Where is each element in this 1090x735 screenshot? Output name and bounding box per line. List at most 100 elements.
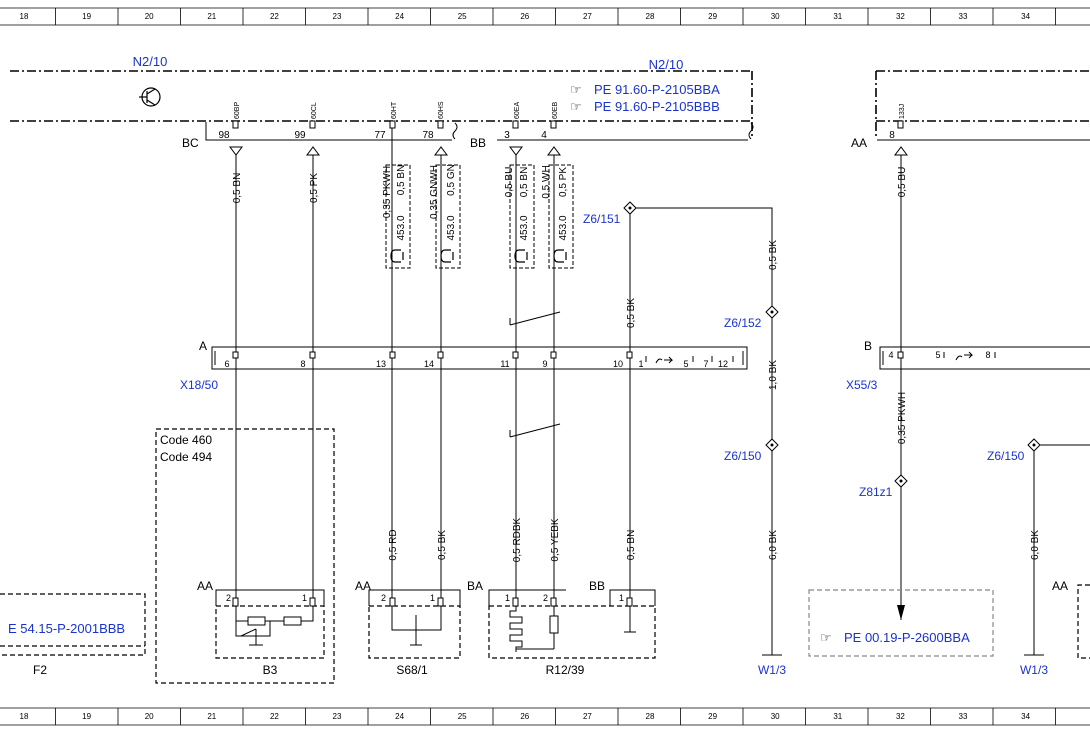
splice-z6-152[interactable]: Z6/152 (724, 316, 762, 330)
r12-39-label: R12/39 (546, 663, 585, 677)
wire-label: 0,5 BN (626, 530, 637, 561)
pe-ref-4[interactable]: E 54.15-P-2001BBB (8, 621, 125, 636)
grid-column-label: 24 (395, 712, 404, 721)
pin-3: 3 (504, 130, 510, 141)
grid-column-label: 33 (959, 712, 968, 721)
connector-bb-r12: BB (589, 579, 605, 593)
n2-10-box (10, 70, 1090, 138)
r12-39-heater[interactable] (488, 589, 656, 659)
pin-a-8: 8 (300, 359, 305, 369)
pe-ref-3[interactable]: PE 00.19-P-2600BBA (844, 630, 970, 645)
splice-z6-151[interactable]: Z6/151 (583, 212, 621, 226)
wire-label: 453.0 (519, 215, 530, 240)
wire-label: 0,5 PK (558, 167, 569, 197)
splice-z6-150-a[interactable]: Z6/150 (724, 449, 762, 463)
splice-z81z1[interactable]: Z81z1 (859, 485, 893, 499)
wire-label: 0,35 GNWH (429, 165, 440, 219)
shield-symbols (390, 249, 567, 263)
code-460: Code 460 (160, 433, 212, 447)
wire-label: 453.0 (558, 215, 569, 240)
splice-z6-150-b[interactable]: Z6/150 (987, 449, 1025, 463)
n2-10-label-left: N2/10 (133, 54, 168, 69)
connector-ba-r12: BA (467, 579, 483, 593)
wires (235, 128, 1090, 656)
pe-ref-3-box[interactable]: ☞ PE 00.19-P-2600BBA (808, 589, 994, 657)
wire-label: 0,35 PKWH (897, 392, 908, 444)
pin-a-5: 5 (683, 359, 688, 369)
pin-8: 8 (889, 130, 895, 141)
grid-column-label: 26 (520, 12, 529, 21)
connector-a-label: A (199, 339, 207, 353)
b3-sensor[interactable] (215, 589, 325, 659)
grid-column-label: 23 (333, 712, 342, 721)
pe-ref-2[interactable]: ☞ PE 91.60-P-2105BBB (570, 99, 720, 114)
wire-label: 0,5 WH (541, 165, 552, 198)
wire-label: 0,5 BU (897, 167, 908, 198)
grid-column-label: 28 (646, 12, 655, 21)
grid-column-label: 21 (207, 12, 216, 21)
pin-99: 99 (294, 130, 306, 141)
grid-column-label: 20 (145, 12, 154, 21)
grid-column-label: 31 (833, 712, 842, 721)
connector-x18-50 (211, 346, 748, 370)
code-494: Code 494 (160, 450, 212, 464)
grid-column-label: 21 (207, 712, 216, 721)
wire-label: 1,0 BK (768, 360, 779, 390)
grid-column-label: 34 (1021, 712, 1030, 721)
wire-label: 453.0 (396, 215, 407, 240)
pin-b3-2: 2 (226, 593, 231, 603)
wire-label: 0,5 BU (504, 167, 515, 198)
x18-50-label[interactable]: X18/50 (180, 378, 218, 392)
grid-column-label: 19 (82, 712, 91, 721)
pin-a-1: 1 (638, 359, 643, 369)
grid-bottom (0, 707, 1090, 726)
pin-b-4: 4 (888, 350, 893, 360)
grid-column-label: 18 (20, 12, 29, 21)
pin-98: 98 (218, 130, 230, 141)
pin-code-8: 133J (899, 104, 906, 119)
wire-label: 0,5 YEBK (550, 518, 561, 562)
pin-a-12: 12 (718, 359, 728, 369)
wire-label: 0,5 BK (626, 298, 637, 328)
pin-a-6: 6 (224, 359, 229, 369)
wire-label: 0,35 PKWH (382, 166, 393, 218)
grid-column-label: 27 (583, 12, 592, 21)
svg-text:PE 91.60-P-2105BBA: PE 91.60-P-2105BBA (594, 82, 720, 97)
wire-label: 453.0 (446, 215, 457, 240)
wire-label: 0,5 RD (388, 529, 399, 560)
signal-triangles (229, 146, 908, 156)
n2-10-label-right: N2/10 (649, 57, 684, 72)
pin-code-3: 60EA (514, 102, 521, 119)
code-box (155, 428, 335, 684)
arrow-icon (897, 605, 905, 620)
x55-3-label[interactable]: X55/3 (846, 378, 878, 392)
grid-column-label: 33 (959, 12, 968, 21)
s68-1-label: S68/1 (396, 663, 428, 677)
connector-x55-3 (879, 346, 1090, 370)
grid-column-label: 20 (145, 712, 154, 721)
grid-column-label: 32 (896, 12, 905, 21)
pe-ref-4-box[interactable]: E 54.15-P-2001BBB (0, 593, 146, 656)
pin-77: 77 (374, 130, 386, 141)
pe-ref-1[interactable]: ☞ PE 91.60-P-2105BBA (570, 82, 720, 97)
shield-boxes (385, 164, 574, 269)
ground-w1-3-b[interactable]: W1/3 (1020, 663, 1048, 677)
grid-column-label: 30 (771, 712, 780, 721)
pin-code-77: 60HT (391, 101, 398, 119)
pin-a-7: 7 (703, 359, 708, 369)
wire-label: 6,0 BK (1030, 530, 1041, 560)
ground-w1-3-a[interactable]: W1/3 (758, 663, 786, 677)
pin-a-11: 11 (500, 359, 509, 369)
pin-r-2: 2 (543, 593, 548, 603)
pin-a-10: 10 (613, 359, 623, 369)
wire-label: 0,5 BK (437, 530, 448, 560)
wire-label: 6,0 BK (768, 530, 779, 560)
wire-label: 0,5 PK (309, 173, 320, 203)
connector-b-label: B (864, 339, 872, 353)
connector-aa-top: AA (851, 136, 867, 150)
grid-column-label: 34 (1021, 12, 1030, 21)
grid-column-label: 22 (270, 712, 279, 721)
s68-1-switch[interactable] (368, 589, 461, 659)
grid-column-label: 26 (520, 712, 529, 721)
